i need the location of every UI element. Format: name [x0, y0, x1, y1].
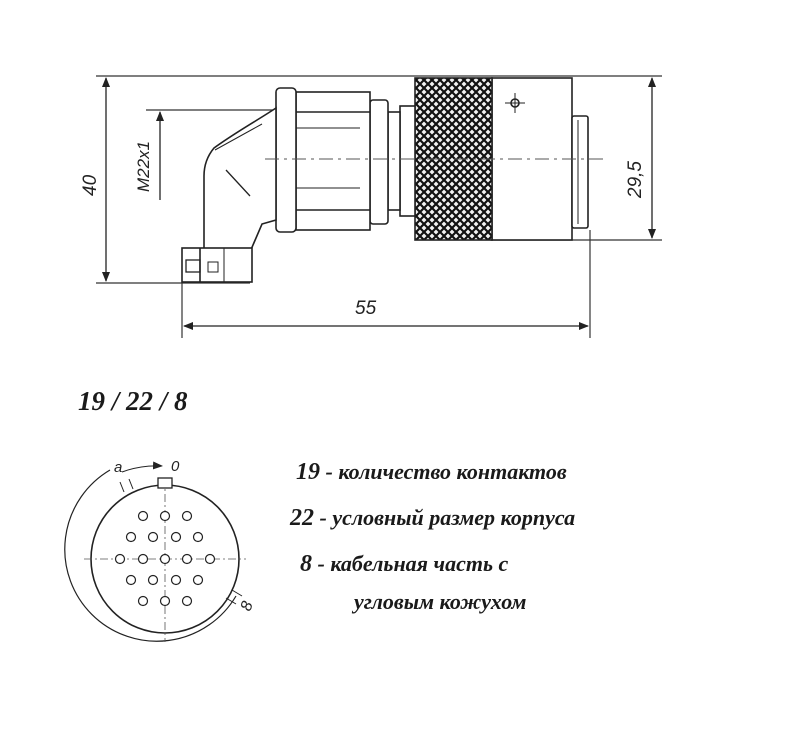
- dim-text-40: 40: [80, 174, 101, 196]
- legend-text: - условный размер корпуса: [314, 505, 576, 530]
- angled-housing: [203, 106, 277, 253]
- key-tab: [157, 477, 173, 489]
- contact-pins: [114, 510, 216, 607]
- dim-text-29-5: 29,5: [625, 161, 646, 199]
- front-flange: [275, 87, 297, 233]
- legend-num: 19: [296, 459, 320, 485]
- pin-face-view: [64, 461, 246, 642]
- legend-line-4: угловым кожухом: [354, 589, 526, 616]
- rear-cap: [491, 77, 573, 241]
- pin-label-a: a: [114, 459, 122, 476]
- pin-label-zero: 0: [171, 458, 180, 475]
- cable-tail: [571, 115, 589, 229]
- outer-arc: [64, 469, 237, 642]
- knurled-nut: [414, 77, 493, 241]
- legend-text: - количество контактов: [320, 459, 567, 484]
- pin-label-b: 8: [238, 599, 257, 613]
- coupling-ring: [369, 99, 389, 225]
- legend-num: 8: [300, 551, 312, 577]
- legend-num: 22: [290, 505, 314, 531]
- product-code: 19 / 22 / 8: [78, 386, 188, 416]
- legend-text: угловым кожухом: [354, 589, 527, 614]
- dim-text-thread: M22x1: [134, 141, 153, 192]
- connector-side-view: [181, 77, 589, 283]
- dim-text-55: 55: [355, 298, 377, 319]
- legend-text: - кабельная часть с: [312, 551, 509, 576]
- dimension-lines: [102, 77, 656, 330]
- legend-line-3: 8 - кабельная часть с: [300, 551, 508, 578]
- legend-line-1: 19 - количество контактов: [296, 459, 567, 486]
- legend-line-2: 22 - условный размер корпуса: [290, 505, 575, 532]
